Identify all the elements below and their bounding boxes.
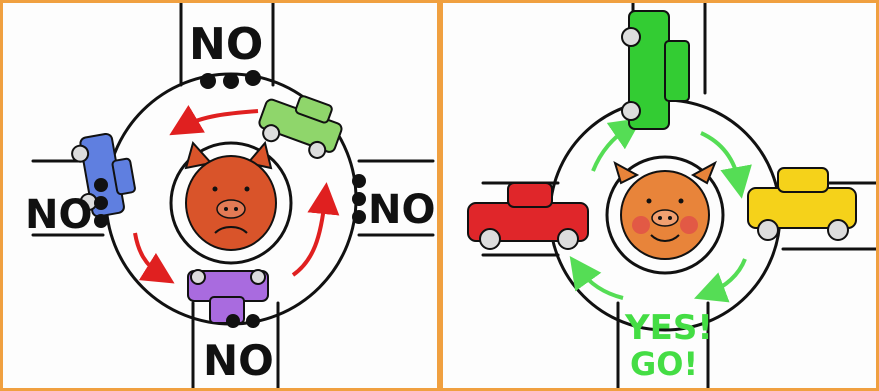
- red-arrow-top: [183, 111, 258, 127]
- stop-dots-left: [94, 178, 108, 228]
- no-sign-bottom: NO: [203, 336, 274, 385]
- left-panel: NO NO NO NO: [3, 3, 437, 388]
- green-arrow-bottom-right: [709, 259, 745, 293]
- red-arrow-left: [135, 233, 161, 275]
- go-sign: GO!: [630, 345, 698, 383]
- green-arrow-bottom-left: [579, 269, 623, 298]
- right-panel: YES! GO!: [443, 3, 876, 388]
- red-arrow-right: [293, 198, 325, 275]
- no-sign-right: NO: [368, 187, 435, 233]
- sad-pig-face: [186, 143, 276, 250]
- happy-pig-face: [615, 163, 715, 259]
- yes-sign: YES!: [624, 308, 713, 348]
- red-car: [468, 183, 588, 249]
- left-roundabout-illustration: NO NO NO NO: [3, 3, 437, 388]
- green-arrow-top-left: [593, 127, 629, 171]
- no-sign-top: NO: [189, 19, 263, 70]
- stop-dots-right: [352, 174, 366, 224]
- green-car: [622, 11, 689, 129]
- right-roundabout-illustration: YES! GO!: [443, 3, 876, 388]
- no-sign-left: NO: [25, 192, 92, 238]
- green-car: [254, 85, 348, 163]
- yellow-car: [748, 168, 856, 240]
